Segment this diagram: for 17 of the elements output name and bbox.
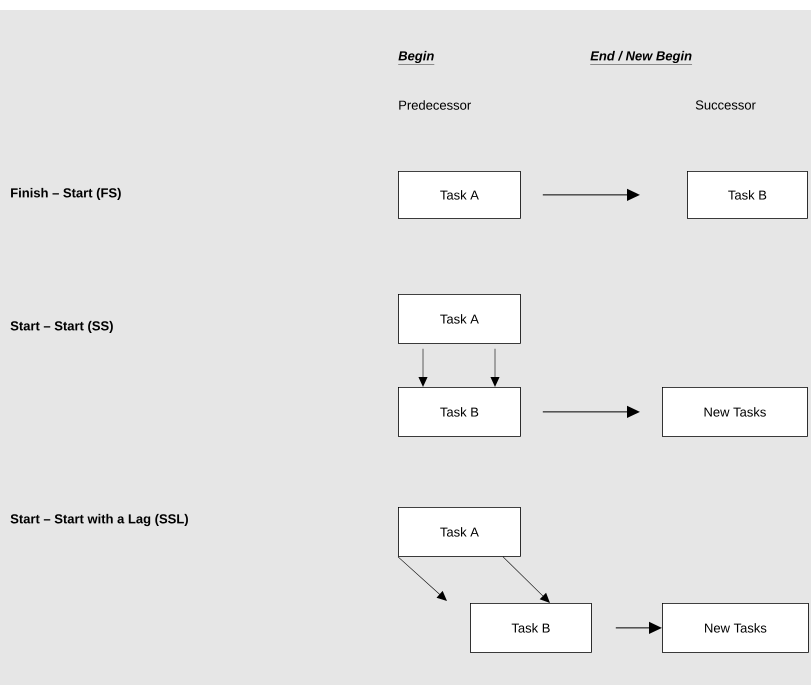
task-box: Task B — [398, 387, 521, 437]
column-label: Successor — [696, 100, 756, 110]
task-box: New Tasks — [662, 603, 809, 653]
column-heading: Begin — [398, 50, 435, 65]
task-box: New Tasks — [662, 387, 808, 437]
relation-label: Start – Start (SS) — [10, 320, 113, 334]
column-heading: End / New Begin — [590, 50, 692, 65]
task-box: Task A — [398, 507, 521, 557]
task-box: Task A — [398, 171, 521, 219]
relation-label: Start – Start with a Lag (SSL) — [10, 514, 188, 526]
relation-label: Finish – Start (FS) — [11, 188, 121, 200]
task-box: Task B — [470, 603, 592, 653]
column-label: Predecessor — [399, 100, 471, 110]
arrow — [502, 556, 550, 603]
task-box: Task A — [398, 294, 521, 344]
task-box: Task B — [687, 171, 808, 219]
arrow — [398, 556, 447, 601]
